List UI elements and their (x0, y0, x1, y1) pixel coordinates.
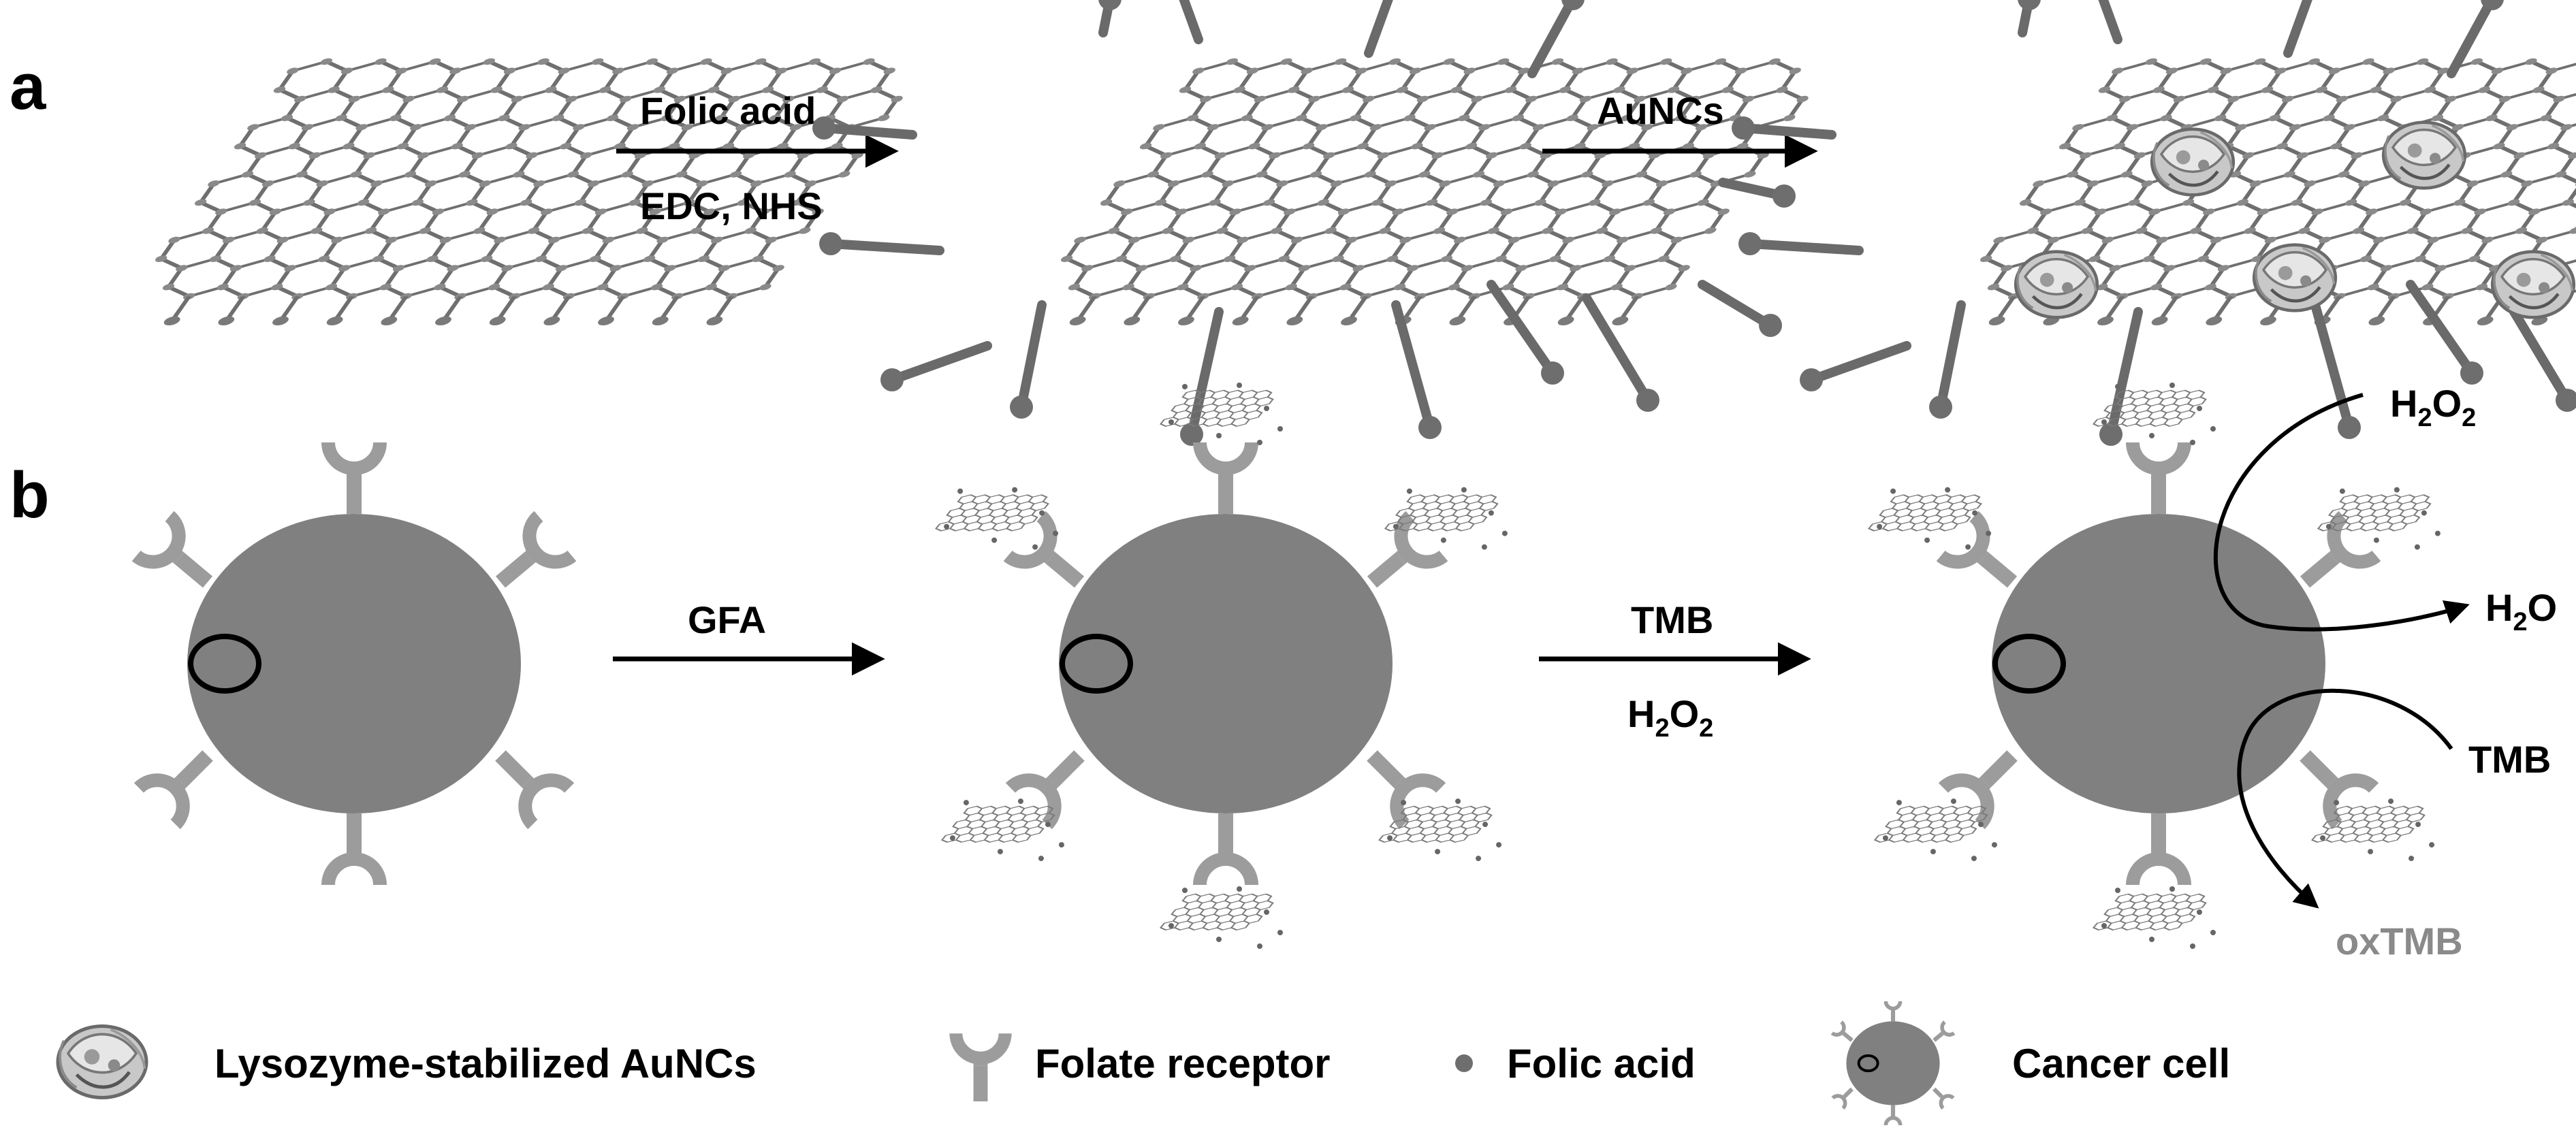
legend-receptor-icon (956, 1033, 1005, 1101)
cancer-cell-2 (935, 383, 1508, 949)
arrow-a2-label-top: AuNCs (1597, 89, 1724, 132)
legend-aunc-icon (58, 1026, 146, 1098)
legend-receptor-label: Folate receptor (1035, 1041, 1330, 1086)
arrow-b2-label-bottom: H2O2 (1627, 692, 1713, 743)
h2o-label: H2O (2485, 586, 2557, 636)
gfa-sheet (1732, 0, 2576, 446)
legend: Lysozyme-stabilized AuNCs Folate recepto… (58, 1001, 2230, 1125)
panel-label-b: b (10, 459, 50, 532)
arrow-b1-label: GFA (688, 598, 766, 641)
cancer-cell-1 (136, 442, 572, 885)
arrow-a1-label-top: Folic acid (640, 89, 816, 132)
arrow-a1-label-bottom: EDC, NHS (640, 184, 823, 227)
tmb-label: TMB (2468, 738, 2551, 781)
h2o2-label: H2O2 (2390, 382, 2476, 432)
arrow-b2-label-top: TMB (1631, 598, 1713, 641)
oxtmb-label: oxTMB (2336, 920, 2463, 963)
graphene-sheet-plain (155, 58, 903, 326)
legend-aunc-label: Lysozyme-stabilized AuNCs (214, 1041, 757, 1086)
graphene-folic-sheet (812, 0, 1809, 446)
legend-folic-dot (1455, 1054, 1473, 1072)
legend-cell-icon (1832, 1001, 1954, 1125)
curve-h2o2-to-h2o (2213, 393, 2470, 632)
legend-cell-label: Cancer cell (2012, 1041, 2230, 1086)
curve-tmb-to-oxtmb (2237, 688, 2453, 909)
panel-label-a: a (10, 50, 46, 123)
cancer-cell-3 (1868, 383, 2440, 949)
legend-folic-label: Folic acid (1507, 1041, 1696, 1086)
